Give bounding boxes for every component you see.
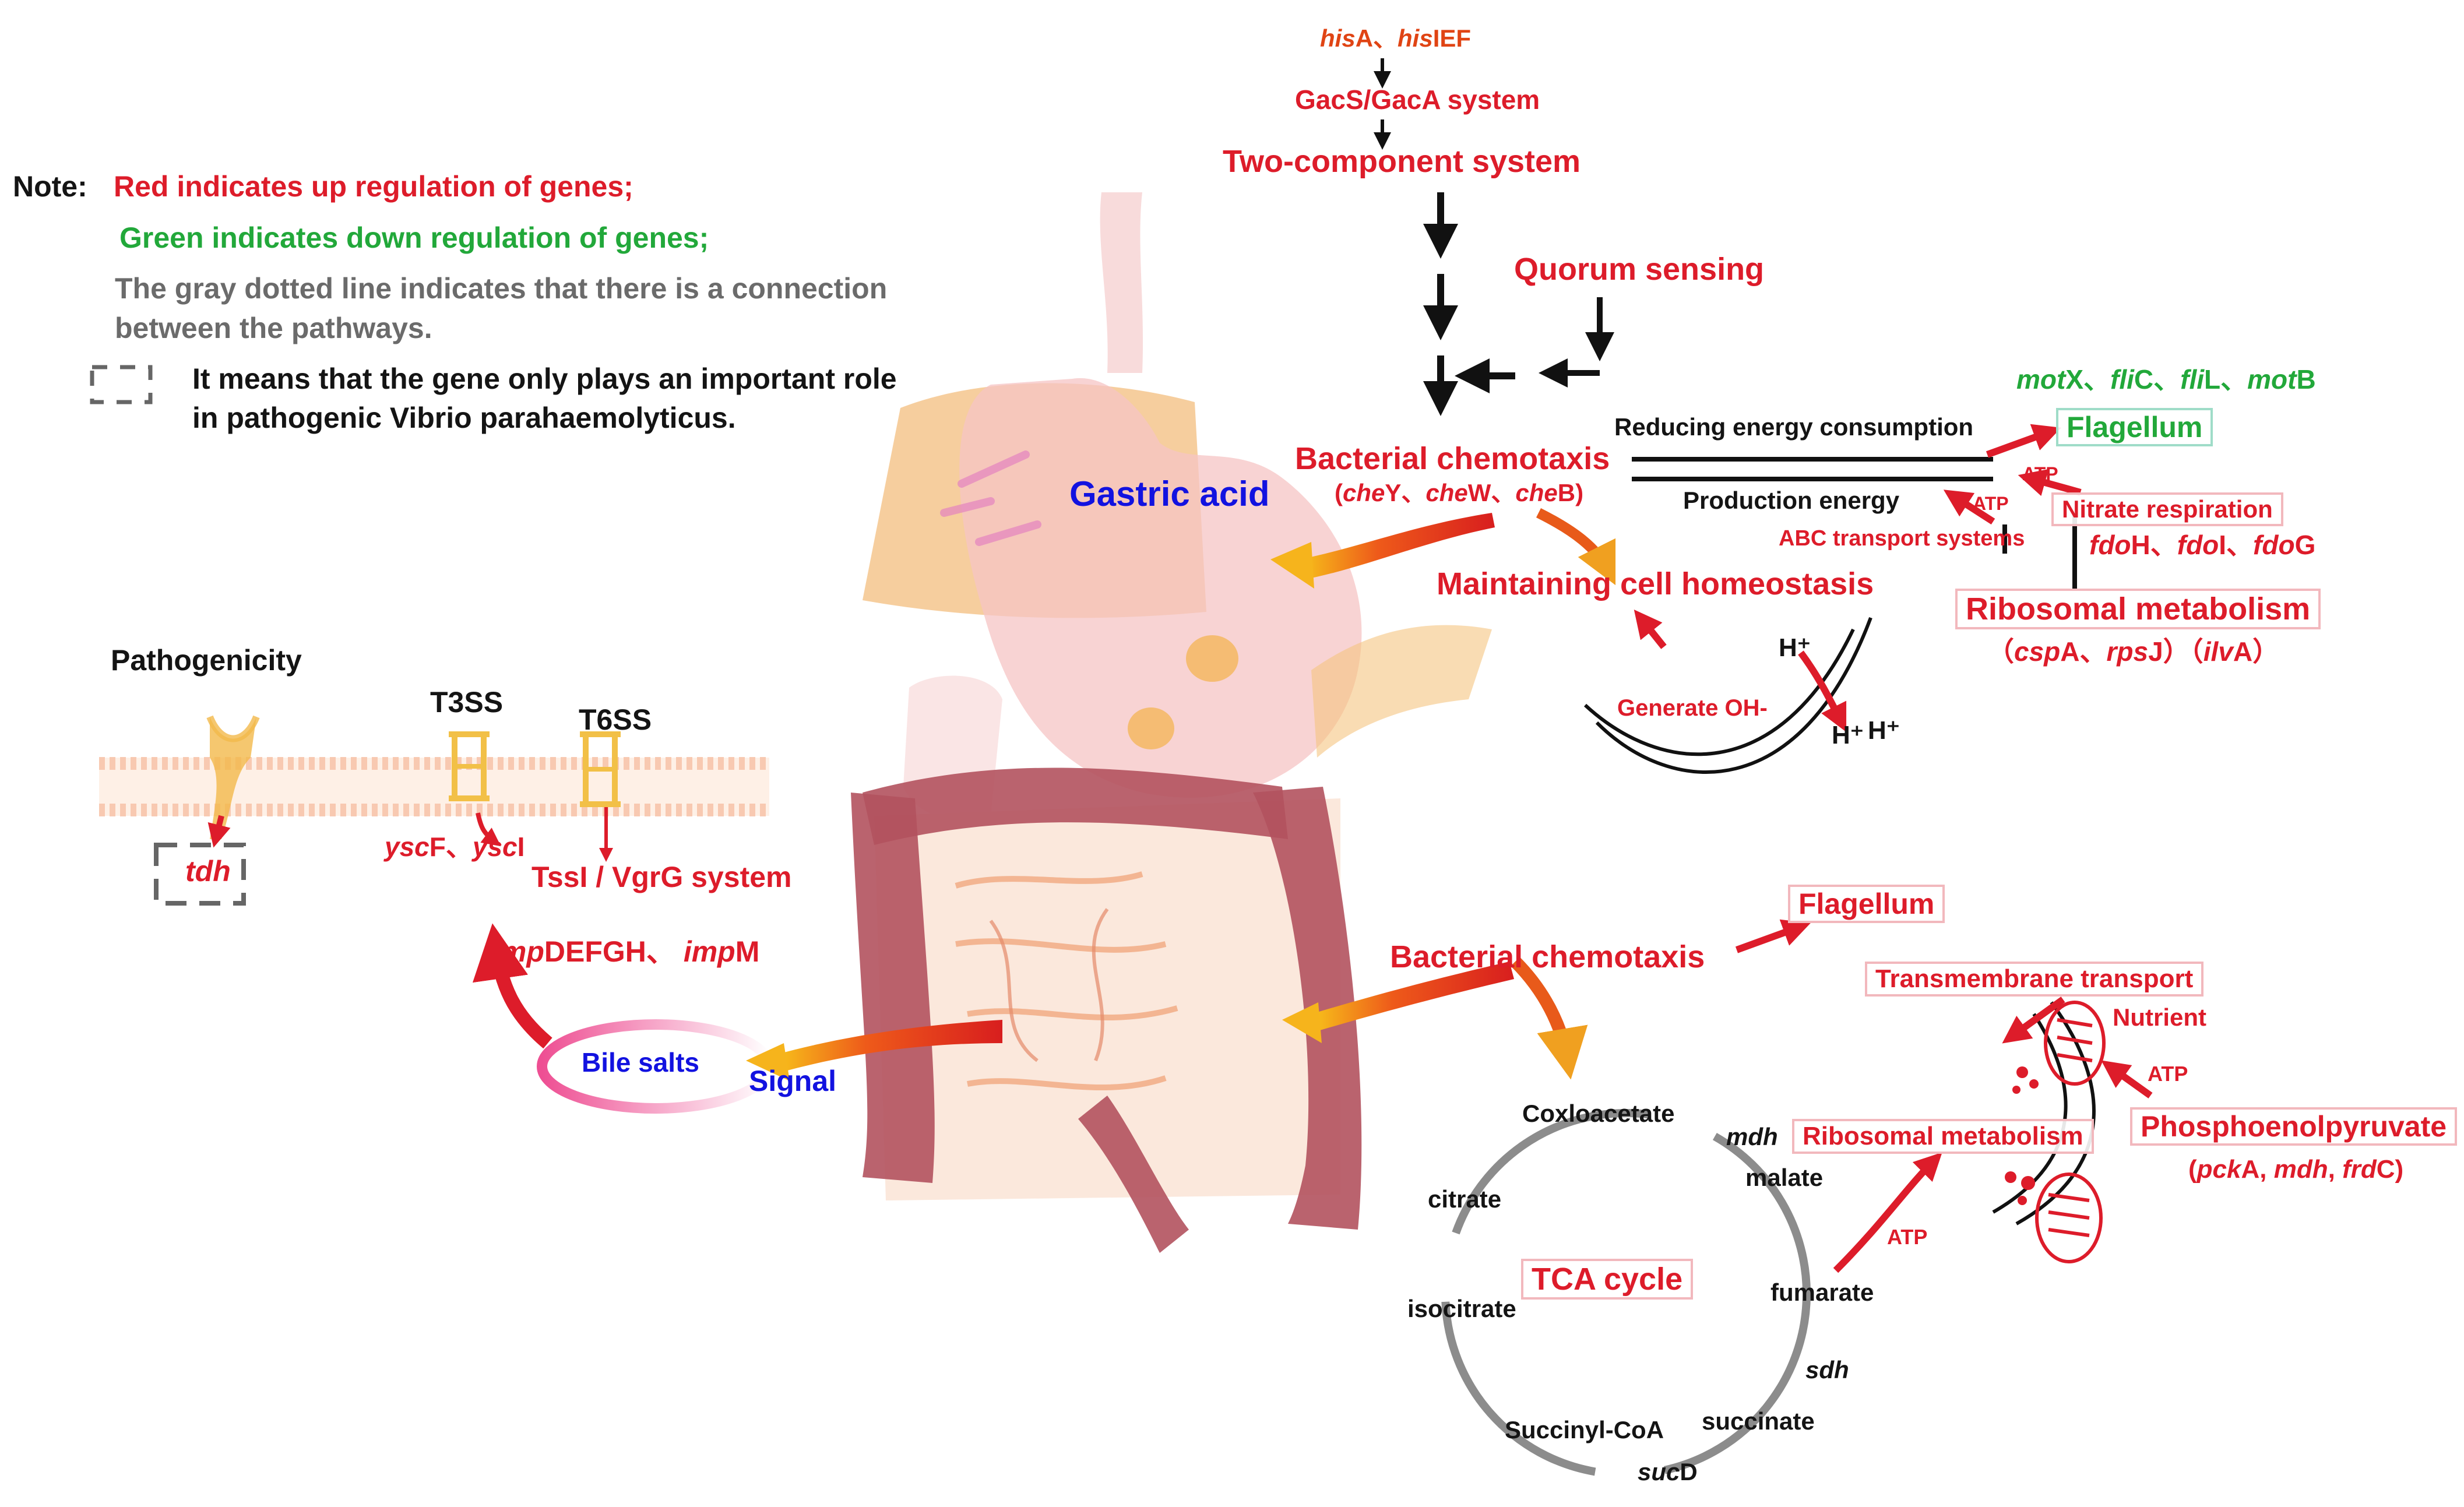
coxloacetate: Coxloacetate: [1522, 1100, 1675, 1127]
vesicle-dots: [2005, 1066, 2039, 1205]
his-genes: hisA、hisIEF: [1320, 24, 1472, 52]
fumarate: fumarate: [1770, 1279, 1874, 1306]
tca-cycle-ring: [1441, 1109, 1811, 1478]
signal-fire-arrows: [746, 508, 1616, 1081]
flagellum-top: Flagellum: [2056, 408, 2213, 446]
legend-gray-line1: The gray dotted line indicates that ther…: [115, 272, 888, 305]
t3ss-icon: [449, 731, 490, 801]
atp-label-4: ATP: [1887, 1225, 1928, 1249]
gacs-gaca-system: GacS/GacA system: [1295, 84, 1540, 115]
nitrate-respiration: Nitrate respiration: [2051, 492, 2283, 526]
pck-mdh-frd-genes: (pckA, mdh, frdC): [2188, 1155, 2404, 1184]
transmembrane-transport: Transmembrane transport: [1865, 962, 2204, 997]
stomach-illustration: [863, 192, 1492, 821]
generate-oh: Generate OH-: [1617, 695, 1768, 721]
ribosomal-metabolism-bottom: Ribosomal metabolism: [1792, 1119, 2094, 1154]
fdo-genes: fdoH、fdoI、fdoG: [2089, 530, 2316, 560]
legend-box-line1: It means that the gene only plays an imp…: [192, 362, 897, 395]
h-plus-2: H⁺: [1832, 721, 1864, 749]
che-genes: (cheY、cheW、cheB): [1335, 479, 1584, 506]
note-prefix: Note:: [13, 170, 87, 203]
reducing-energy-consumption: Reducing energy consumption: [1614, 413, 1974, 441]
pathogenicity-label: Pathogenicity: [111, 644, 302, 677]
succinate: succinate: [1702, 1407, 1815, 1435]
dashed-box-icon: [154, 843, 246, 906]
nutrient-label: Nutrient: [2113, 1004, 2206, 1031]
membrane-icon: [99, 757, 769, 816]
mitochondria-icon: [2035, 1001, 2106, 1263]
h-plus-1: H⁺: [1779, 633, 1811, 662]
ysc-genes: yscF、yscI: [385, 832, 525, 862]
tdh-porin-icon: [206, 715, 260, 839]
tdh-gene: tdh: [185, 855, 231, 888]
bacterial-chemotaxis-top: Bacterial chemotaxis: [1295, 441, 1610, 476]
isocitrate: isocitrate: [1407, 1295, 1516, 1322]
atp-label-3: ATP: [2148, 1062, 2188, 1086]
dashed-box-icon: [90, 365, 153, 404]
two-component-system: Two-component system: [1223, 144, 1581, 179]
ribosomal-metabolism-top: Ribosomal metabolism: [1955, 589, 2321, 629]
production-energy: Production energy: [1683, 487, 1900, 514]
legend-green-line: Green indicates down regulation of genes…: [119, 221, 709, 254]
imp-genes: impDEFGH、 impM: [492, 935, 760, 968]
regulation-arrows: [207, 424, 2153, 1273]
mot-fli-genes: motX、fliC、fliL、motB: [2016, 364, 2316, 395]
intestine-illustration: [851, 767, 1362, 1253]
legend-box-line2: in pathogenic Vibrio parahaemolyticus.: [192, 402, 736, 434]
signal-pathway-arrows: [1374, 58, 1614, 416]
legend-gray-line2: between the pathways.: [115, 312, 432, 344]
tssi-vgrg-system: TssI / VgrG system: [531, 861, 792, 893]
t3ss-label: T3SS: [430, 686, 504, 719]
h-plus-3: H⁺: [1868, 716, 1900, 745]
abc-transport-systems: ABC transport systems: [1779, 526, 2025, 551]
t6ss-icon: [580, 731, 621, 807]
gastric-acid: Gastric acid: [1069, 474, 1270, 513]
csp-rps-ilv-genes: （cspA、rpsJ）（ilvA）: [1987, 636, 2280, 667]
atp-label-1: ATP: [2022, 463, 2058, 484]
phosphoenolpyruvate: Phosphoenolpyruvate: [2130, 1107, 2458, 1146]
tca-cycle-label: TCA cycle: [1521, 1259, 1694, 1300]
maintaining-cell-homeostasis: Maintaining cell homeostasis: [1437, 566, 1874, 601]
succinyl-coa: Succinyl-CoA: [1505, 1416, 1664, 1443]
quorum-sensing: Quorum sensing: [1514, 252, 1765, 287]
atp-label-2: ATP: [1973, 493, 2009, 514]
signal-label: Signal: [749, 1065, 837, 1097]
malate: malate: [1745, 1164, 1824, 1191]
flagellum-bottom: Flagellum: [1788, 885, 1945, 923]
legend-red-line: Red indicates up regulation of genes;: [114, 170, 633, 203]
bacterial-chemotaxis-bottom: Bacterial chemotaxis: [1390, 939, 1705, 974]
sdh-enzyme: sdh: [1805, 1356, 1849, 1383]
bile-salts-label: Bile salts: [582, 1047, 699, 1078]
mdh-enzyme: mdh: [1726, 1123, 1778, 1150]
citrate: citrate: [1428, 1185, 1502, 1213]
sucd-enzyme: sucD: [1638, 1458, 1698, 1485]
t6ss-label: T6SS: [579, 703, 652, 736]
